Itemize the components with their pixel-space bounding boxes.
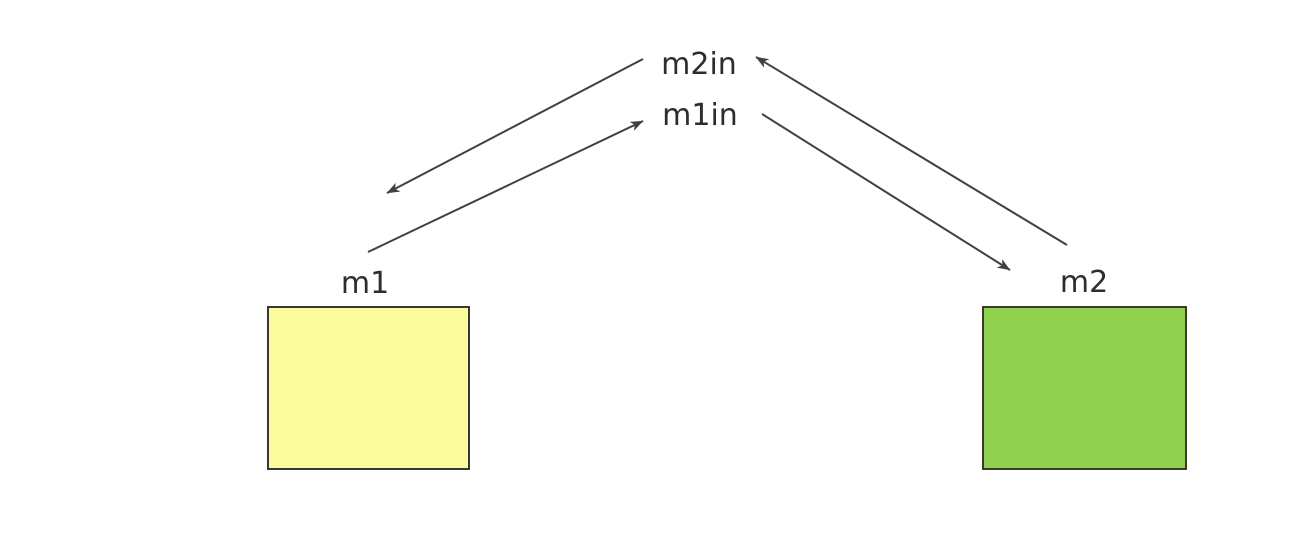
m2-label: m2 — [1060, 265, 1108, 300]
m2in-label: m2in — [661, 47, 737, 82]
edge-m2-to-m2in — [755, 56, 1068, 246]
node-m2: m2 — [982, 265, 1187, 470]
m1in-label: m1in — [662, 98, 738, 133]
node-m1: m1 — [267, 266, 470, 470]
edge-m1-to-m1in — [367, 120, 644, 253]
m1-label: m1 — [341, 266, 389, 301]
m1-box — [267, 306, 470, 470]
diagram-edges — [367, 56, 1068, 271]
edge-m1in-to-m2 — [761, 113, 1011, 271]
m2-box — [982, 306, 1187, 470]
edge-m2in-to-m1 — [386, 58, 644, 194]
